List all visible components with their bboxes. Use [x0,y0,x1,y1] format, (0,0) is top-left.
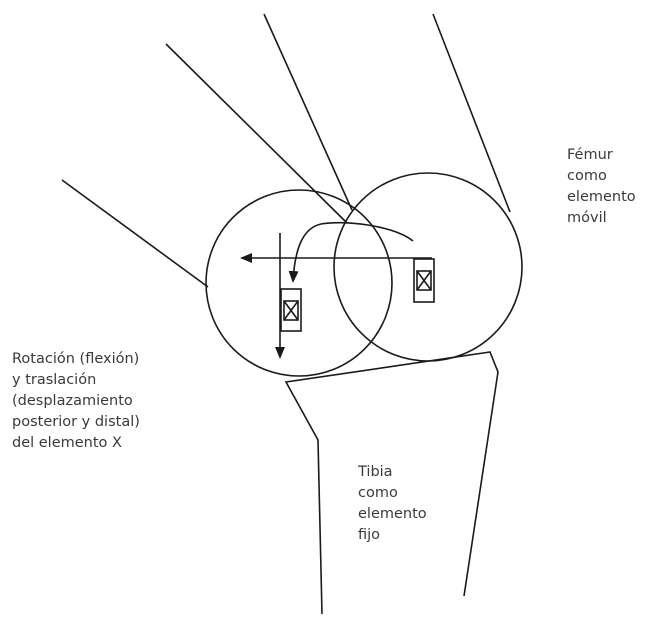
motion-label-line: y traslación [12,372,97,388]
contact-marker-initial [413,258,435,303]
rotation-arrow [288,221,414,283]
condyle-circle-initial [333,172,523,362]
flexed-femur-line-lower [61,179,209,288]
tibia-label-line: Tibia [358,464,393,480]
femur-label-line: móvil [567,210,607,226]
femur-label: Fémur como elemento móvil [567,145,636,229]
tibia-label: Tibia como elemento fijo [358,462,427,546]
femur-label-line: Fémur [567,147,613,163]
motion-label-line: Rotación (flexión) [12,351,140,367]
tibia-label-line: fijo [358,527,381,543]
femur-shaft-line-right [432,13,511,213]
tibia-outline [284,351,499,615]
femur-shaft-line-left [263,13,353,211]
motion-label-line: (desplazamiento [12,393,133,409]
condyle-circle-displaced [205,189,393,377]
contact-marker-displaced [280,288,302,332]
motion-label: Rotación (flexión) y traslación (desplaz… [12,349,140,454]
tibia-label-line: como [358,485,398,501]
femur-label-line: como [567,168,607,184]
tibia-label-line: elemento [358,506,427,522]
motion-label-line: posterior y distal) [12,414,140,430]
femur-label-line: elemento [567,189,636,205]
flexed-femur-line-upper [165,43,348,224]
motion-label-line: del elemento X [12,435,122,451]
